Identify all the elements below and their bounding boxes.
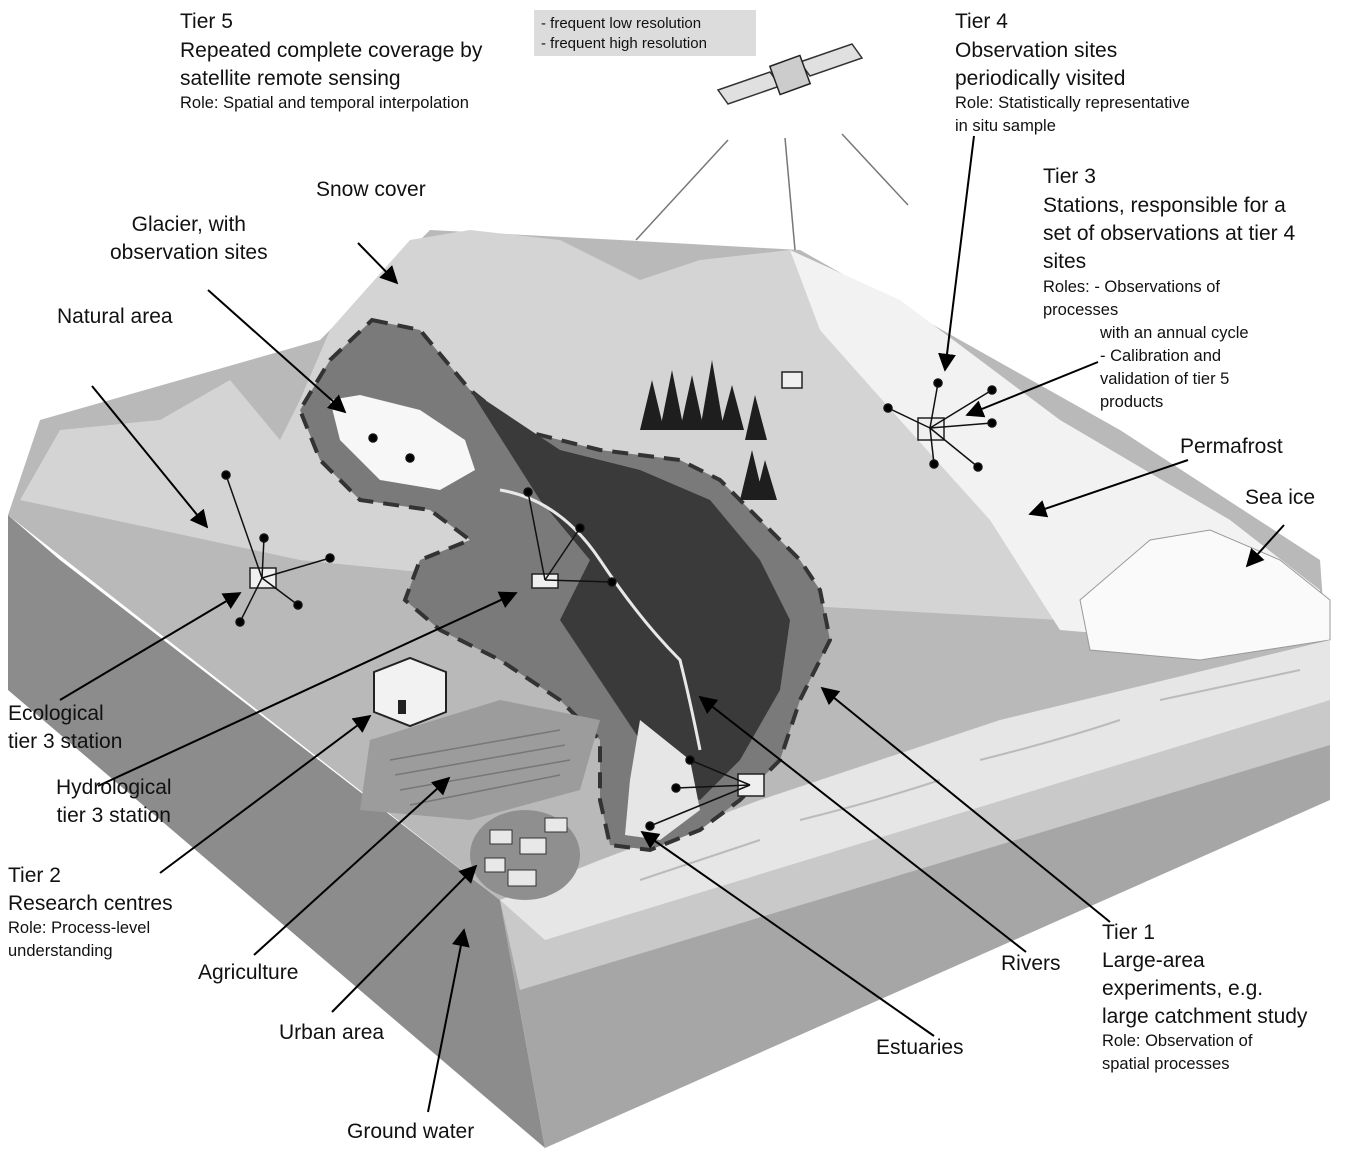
estuaries-label: Estuaries <box>876 1034 964 1062</box>
permafrost-label: Permafrost <box>1180 433 1283 461</box>
hydrological-station-label: Hydrological tier 3 station <box>56 774 172 830</box>
tier4-description: Observation sites periodically visited <box>955 37 1125 93</box>
tier2-heading: Tier 2 <box>8 862 61 890</box>
ecological-station-label: Ecological tier 3 station <box>8 700 122 756</box>
natural-area-label: Natural area <box>57 303 173 331</box>
tier5-role: Role: Spatial and temporal interpolation <box>180 92 469 115</box>
snow-cover-label: Snow cover <box>316 176 426 204</box>
tier4-heading: Tier 4 <box>955 8 1008 36</box>
glacier-label: Glacier, with observation sites <box>110 211 268 267</box>
tier3-roles: Roles: - Observations of processes <box>1043 276 1220 322</box>
tier2-description: Research centres <box>8 890 173 918</box>
tier1-role: Role: Observation of spatial processes <box>1102 1030 1252 1076</box>
tier5-heading: Tier 5 <box>180 8 233 36</box>
rivers-label: Rivers <box>1001 950 1061 978</box>
satellite-note-high: - frequent high resolution <box>541 34 707 54</box>
ground-water-label: Ground water <box>347 1118 474 1146</box>
research-centre-building <box>374 658 446 726</box>
urban-area-label: Urban area <box>279 1019 384 1047</box>
tier1-heading: Tier 1 <box>1102 919 1155 947</box>
tier3-roles-detail: with an annual cycle - Calibration and v… <box>1100 322 1249 414</box>
agriculture-label: Agriculture <box>198 959 298 987</box>
satellite-note-low: - frequent low resolution <box>541 14 701 34</box>
tier3-heading: Tier 3 <box>1043 163 1096 191</box>
tier5-description: Repeated complete coverage by satellite … <box>180 37 482 93</box>
satellite-view-lines <box>636 134 908 250</box>
tier2-role: Role: Process-level understanding <box>8 917 150 963</box>
sea-ice-label: Sea ice <box>1245 484 1315 512</box>
tier1-description: Large-area experiments, e.g. large catch… <box>1102 947 1307 1031</box>
tier3-description: Stations, responsible for a set of obser… <box>1043 192 1295 276</box>
tier4-role: Role: Statistically representative in si… <box>955 92 1190 138</box>
